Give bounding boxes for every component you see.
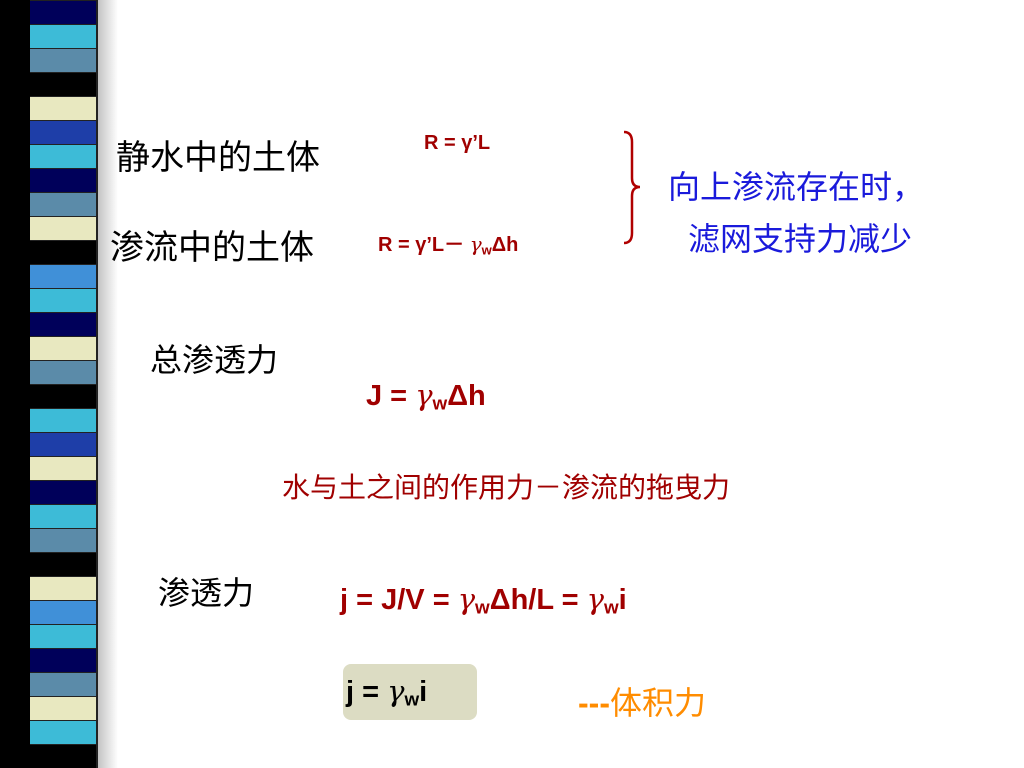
stripe-band <box>30 576 96 600</box>
still-water-soil-label: 静水中的土体 <box>116 138 320 178</box>
stripe-band <box>30 120 96 144</box>
stripe-band <box>30 312 96 336</box>
note-line-2: 滤网支持力减少 <box>688 220 913 258</box>
stripe-band <box>30 600 96 624</box>
stripe-band <box>30 360 96 384</box>
right-brace-icon <box>623 130 641 245</box>
stripe-band <box>30 144 96 168</box>
stripe-band <box>30 696 96 720</box>
body-force-label: ---体积力 <box>578 684 706 722</box>
interaction-description: 水与土之间的作用力－渗流的拖曳力 <box>282 471 731 504</box>
decorative-stripe-bands <box>30 0 98 768</box>
seepage-force-label: 渗透力 <box>158 574 255 612</box>
stripe-band <box>30 48 96 72</box>
stripe-band <box>30 0 96 24</box>
stripe-band <box>30 552 96 576</box>
stripe-band <box>30 648 96 672</box>
stripe-band <box>30 384 96 408</box>
note-line-1: 向上渗流存在时， <box>668 168 925 206</box>
stripe-band <box>30 24 96 48</box>
stripe-band <box>30 720 96 744</box>
seepage-formula: R = γ’L－ γwΔh <box>378 232 519 258</box>
stripe-band <box>30 192 96 216</box>
stripe-band <box>30 96 96 120</box>
stripe-band <box>30 624 96 648</box>
stripe-shadow <box>98 0 118 768</box>
seepage-force-formula: j = J/V = γwΔh/L = γwi <box>340 582 627 618</box>
stripe-band <box>30 168 96 192</box>
final-formula: j = γwi <box>346 674 428 710</box>
total-seepage-force-label: 总渗透力 <box>150 341 279 379</box>
stripe-band <box>30 432 96 456</box>
total-seepage-force-formula: J = γwΔh <box>366 378 486 414</box>
stripe-band <box>30 72 96 96</box>
stripe-band <box>30 336 96 360</box>
stripe-band <box>30 480 96 504</box>
stripe-band <box>30 672 96 696</box>
stripe-band <box>30 240 96 264</box>
stripe-band <box>30 216 96 240</box>
still-water-formula: R = γ’L <box>424 132 491 154</box>
formula-highlight-box <box>343 664 477 720</box>
stripe-band <box>30 528 96 552</box>
stripe-band <box>30 264 96 288</box>
stripe-band <box>30 288 96 312</box>
stripe-band <box>30 744 96 768</box>
stripe-band <box>30 456 96 480</box>
stripe-band <box>30 504 96 528</box>
seepage-soil-label: 渗流中的土体 <box>110 228 314 268</box>
stripe-band <box>30 408 96 432</box>
